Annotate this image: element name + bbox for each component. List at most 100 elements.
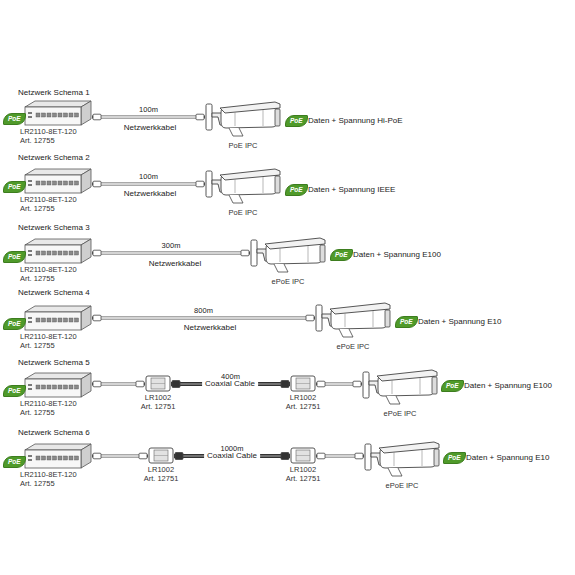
part-number: LR2110-8ET-120 — [20, 399, 77, 408]
cable-core — [93, 116, 204, 117]
badge-text: PoE — [8, 387, 21, 395]
ip-camera: ePoE IPC — [362, 368, 438, 408]
poe-switch-picture — [24, 443, 92, 469]
part-number: Art. 12755 — [20, 204, 77, 213]
cable-group — [316, 381, 362, 387]
cable-type: Netzwerkkabel — [124, 123, 176, 133]
cable-type: Netzwerkkabel — [149, 259, 201, 269]
coax-converter: LR1002Art. 12751 — [145, 375, 171, 392]
rj45-plug — [317, 453, 325, 459]
poe-switch-picture — [24, 100, 92, 126]
part-number: LR1002 — [141, 393, 176, 402]
device-caption: PoE IPC — [229, 208, 258, 217]
ip-camera-picture — [315, 301, 391, 341]
part-number: Art. 12751 — [144, 474, 179, 483]
poe-leaf-badge: PoE — [395, 316, 418, 328]
part-number: Art. 12751 — [286, 474, 321, 483]
device-caption: LR1002Art. 12751 — [286, 393, 321, 411]
poe-leaf-badge: PoE — [3, 251, 26, 263]
part-number: Art. 12755 — [20, 341, 77, 350]
device-name: ePoE IPC — [386, 481, 419, 490]
poe-switch: LR2110-8ET-120Art. 12755 — [24, 305, 92, 331]
rj45-plug — [136, 381, 144, 387]
rj45-plug — [93, 381, 101, 387]
part-number: Art. 12755 — [20, 408, 77, 417]
coax-converter-picture — [145, 375, 171, 392]
network-cable — [92, 115, 205, 118]
coax-converter: LR1002Art. 12751 — [290, 375, 316, 392]
power-note: Daten + Spannung Hi-PoE — [308, 116, 403, 126]
device-caption: ePoE IPC — [386, 481, 419, 490]
cable-length: 100m — [137, 172, 160, 181]
poe-switch: LR2110-8ET-120Art. 12755 — [24, 238, 92, 264]
poe-leaf-badge: PoE — [3, 385, 26, 397]
part-number: LR1002 — [144, 465, 179, 474]
part-number: LR2110-8ET-120 — [20, 470, 77, 479]
part-number: Art. 12751 — [286, 402, 321, 411]
part-number: LR2110-8ET-120 — [20, 265, 77, 274]
scheme-title: Netzwerk Schema 5 — [18, 358, 90, 368]
badge-text: PoE — [335, 251, 348, 259]
badge-text: PoE — [448, 454, 461, 462]
coax-converter: LR1002Art. 12751 — [290, 447, 316, 464]
rj45-plug — [306, 315, 314, 321]
scheme-title: Netzwerk Schema 3 — [18, 223, 90, 233]
badge-text: PoE — [290, 186, 303, 194]
coax-converter-picture — [290, 375, 316, 392]
cable-core — [93, 317, 314, 318]
network-cable — [92, 251, 250, 254]
ip-camera-picture — [362, 368, 438, 408]
rj45-plug — [93, 114, 101, 120]
device-caption: PoE IPC — [229, 141, 258, 150]
poe-switch-picture — [24, 168, 92, 194]
coax-converter-picture — [148, 447, 174, 464]
power-note: Daten + Spannung E100 — [464, 381, 552, 391]
ip-camera: ePoE IPC — [250, 236, 326, 276]
ip-camera: PoE IPC — [205, 100, 281, 140]
scheme-title: Netzwerk Schema 4 — [18, 288, 90, 298]
device-name: PoE IPC — [229, 141, 258, 150]
part-number: Art. 12755 — [20, 274, 77, 283]
rj45-plug — [139, 453, 147, 459]
poe-switch: LR2110-8ET-120Art. 12755 — [24, 372, 92, 398]
ip-camera-picture — [250, 236, 326, 276]
part-number: LR2110-8ET-120 — [20, 127, 77, 136]
ip-camera-picture — [205, 167, 281, 207]
cable-type: Netzwerkkabel — [184, 323, 236, 333]
poe-leaf-badge: PoE — [285, 115, 308, 127]
bnc-plug — [281, 381, 289, 388]
part-number: LR2110-8ET-120 — [20, 195, 77, 204]
badge-text: PoE — [8, 458, 21, 466]
device-caption: LR2110-8ET-120Art. 12755 — [20, 195, 77, 213]
part-number: LR1002 — [286, 393, 321, 402]
power-note: Daten + Spannung E10 — [466, 453, 549, 463]
scheme-title: Netzwerk Schema 6 — [18, 428, 90, 438]
rj45-plug — [196, 114, 204, 120]
power-note: Daten + Spannung IEEE — [308, 185, 395, 195]
device-caption: LR2110-8ET-120Art. 12755 — [20, 470, 77, 488]
rj45-plug — [93, 453, 101, 459]
cable-type: Netzwerkkabel — [124, 189, 176, 199]
power-note: Daten + Spannung E10 — [418, 317, 501, 327]
rj45-plug — [317, 381, 325, 387]
badge-text: PoE — [290, 117, 303, 125]
poe-leaf-badge: PoE — [3, 181, 26, 193]
rj45-plug — [93, 181, 101, 187]
cable-group — [92, 250, 250, 256]
cable-core — [93, 252, 249, 253]
rj45-plug — [93, 250, 101, 256]
cable-group — [92, 453, 148, 459]
poe-leaf-badge: PoE — [285, 184, 308, 196]
bnc-plug — [281, 453, 289, 460]
device-caption: ePoE IPC — [272, 277, 305, 286]
scheme-title: Netzwerk Schema 1 — [18, 88, 90, 98]
scheme-title: Netzwerk Schema 2 — [18, 153, 90, 163]
cable-core — [93, 183, 204, 184]
cable-length: 400m — [219, 372, 242, 381]
badge-text: PoE — [400, 318, 413, 326]
poe-switch-picture — [24, 372, 92, 398]
power-note: Daten + Spannung E100 — [353, 250, 441, 260]
